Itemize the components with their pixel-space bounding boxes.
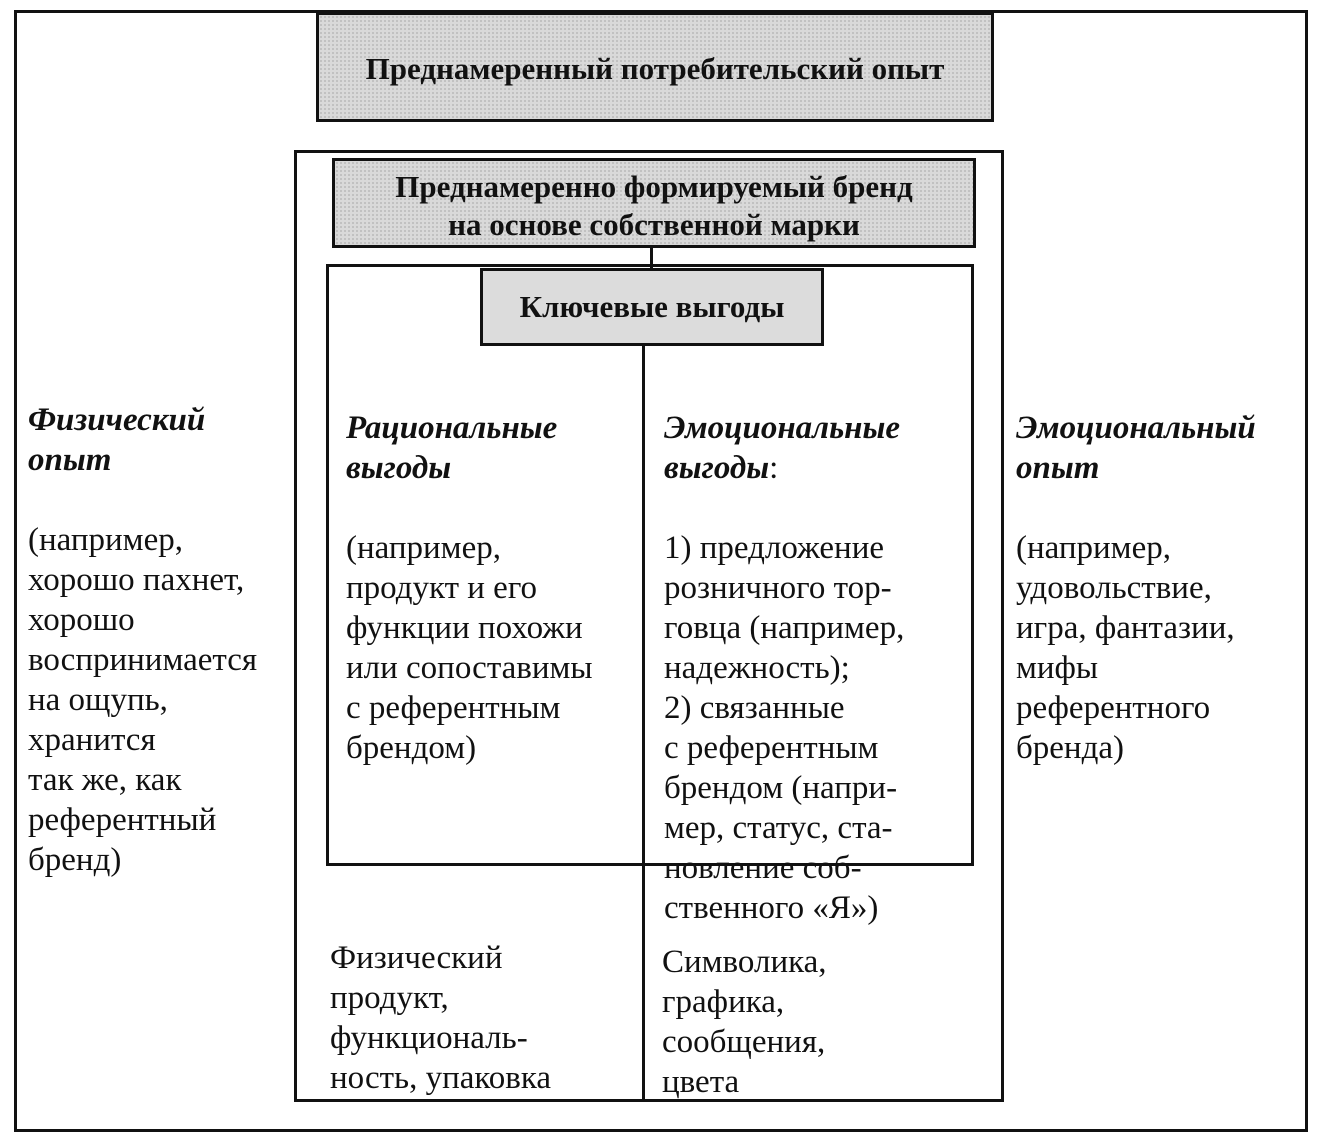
physical-experience: Физический опыт (например, хорошо пахнет… <box>28 360 292 920</box>
brand-title-line2: на основе собственной марки <box>448 207 860 242</box>
physical-product-text: Физический продукт, функциональ- ность, … <box>330 940 552 1096</box>
diagram-frame <box>14 10 1308 1132</box>
consumer-experience-box: Преднамеренный потребительский опыт <box>316 12 994 122</box>
emotional-body: 1) предложение розничного тор- говца (на… <box>664 530 905 926</box>
rational-benefits: Рациональные выгоды (например, продукт и… <box>346 368 636 808</box>
connector-line <box>650 248 653 268</box>
key-benefits-title: Ключевые выгоды <box>519 289 785 324</box>
brand-box: Преднамеренно формируемый бренд на основ… <box>332 158 976 248</box>
emotional-heading: Эмоциональные выгоды <box>664 410 901 486</box>
physical-experience-body: (например, хорошо пахнет, хорошо восприн… <box>28 522 258 878</box>
rational-body: (например, продукт и его функции похожи … <box>346 530 593 766</box>
brand-container <box>294 150 1004 1102</box>
symbolics: Символика, графика, сообщения, цвета <box>662 902 962 1142</box>
benefits-box <box>326 264 974 866</box>
key-benefits-box: Ключевые выгоды <box>480 268 824 346</box>
brand-title-line1: Преднамеренно формируемый бренд <box>395 169 913 204</box>
symbolics-text: Символика, графика, сообщения, цвета <box>662 944 827 1100</box>
emotional-experience-heading: Эмоциональный опыт <box>1016 410 1256 486</box>
emotional-heading-colon: : <box>769 450 779 486</box>
center-divider <box>642 344 645 1100</box>
emotional-experience: Эмоциональный опыт (например, удовольств… <box>1016 368 1296 808</box>
rational-heading: Рациональные выгоды <box>346 410 558 486</box>
physical-product: Физический продукт, функциональ- ность, … <box>330 898 630 1138</box>
consumer-experience-title: Преднамеренный потребительский опыт <box>365 51 945 86</box>
physical-experience-heading: Физический опыт <box>28 402 206 478</box>
emotional-experience-body: (например, удовольствие, игра, фантазии,… <box>1016 530 1235 766</box>
emotional-benefits: Эмоциональные выгоды: 1) предложение роз… <box>664 368 964 968</box>
